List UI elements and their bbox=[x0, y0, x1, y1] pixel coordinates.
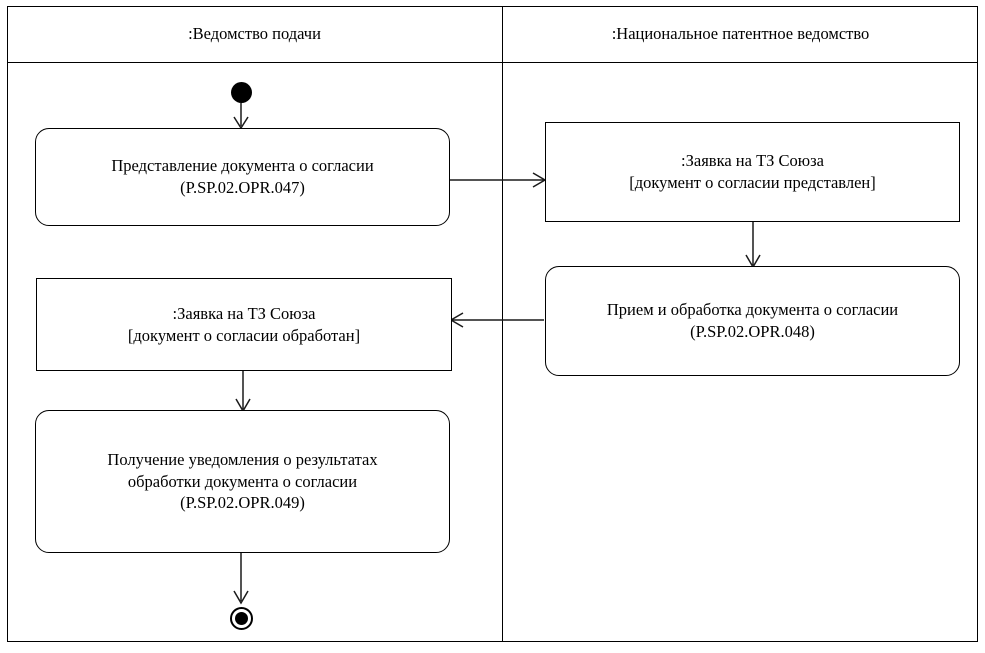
action-receive-line-3: (P.SP.02.OPR.049) bbox=[180, 493, 305, 513]
initial-node bbox=[231, 82, 252, 103]
object-processed-line-1: :Заявка на ТЗ Союза bbox=[172, 303, 316, 323]
action-node-submit-consent-document[interactable]: Представление документа о согласии (P.SP… bbox=[35, 128, 450, 226]
swimlane-header-divider bbox=[7, 62, 978, 63]
action-receive-line-2: обработки документа о согласии bbox=[127, 471, 358, 491]
object-node-application-consent-processed[interactable]: :Заявка на ТЗ Союза [документ о согласии… bbox=[36, 278, 452, 371]
final-node bbox=[230, 607, 253, 630]
swimlane-title-national-patent-office: :Национальное патентное ведомство bbox=[611, 24, 870, 43]
action-submit-line-2: (P.SP.02.OPR.047) bbox=[180, 178, 305, 197]
object-processed-line-2: [документ о согласии обработан] bbox=[127, 325, 361, 345]
swimlane-vertical-divider bbox=[502, 6, 503, 642]
action-node-receive-and-process-consent-document[interactable]: Прием и обработка документа о согласии (… bbox=[545, 266, 960, 376]
object-submitted-line-1: :Заявка на ТЗ Союза bbox=[681, 151, 824, 171]
action-submit-line-1: Представление документа о согласии bbox=[111, 156, 374, 176]
swimlane-title-filing-office: :Ведомство подачи bbox=[188, 24, 321, 43]
action-node-receive-processing-notification[interactable]: Получение уведомления о результатах обра… bbox=[35, 410, 450, 553]
action-process-line-1: Прием и обработка документа о согласии bbox=[606, 300, 899, 320]
object-submitted-line-2: [документ о согласии представлен] bbox=[629, 173, 876, 192]
action-receive-line-1: Получение уведомления о результатах bbox=[107, 449, 378, 469]
action-process-line-2: (P.SP.02.OPR.048) bbox=[690, 322, 815, 341]
object-node-application-consent-submitted[interactable]: :Заявка на ТЗ Союза [документ о согласии… bbox=[545, 122, 960, 222]
